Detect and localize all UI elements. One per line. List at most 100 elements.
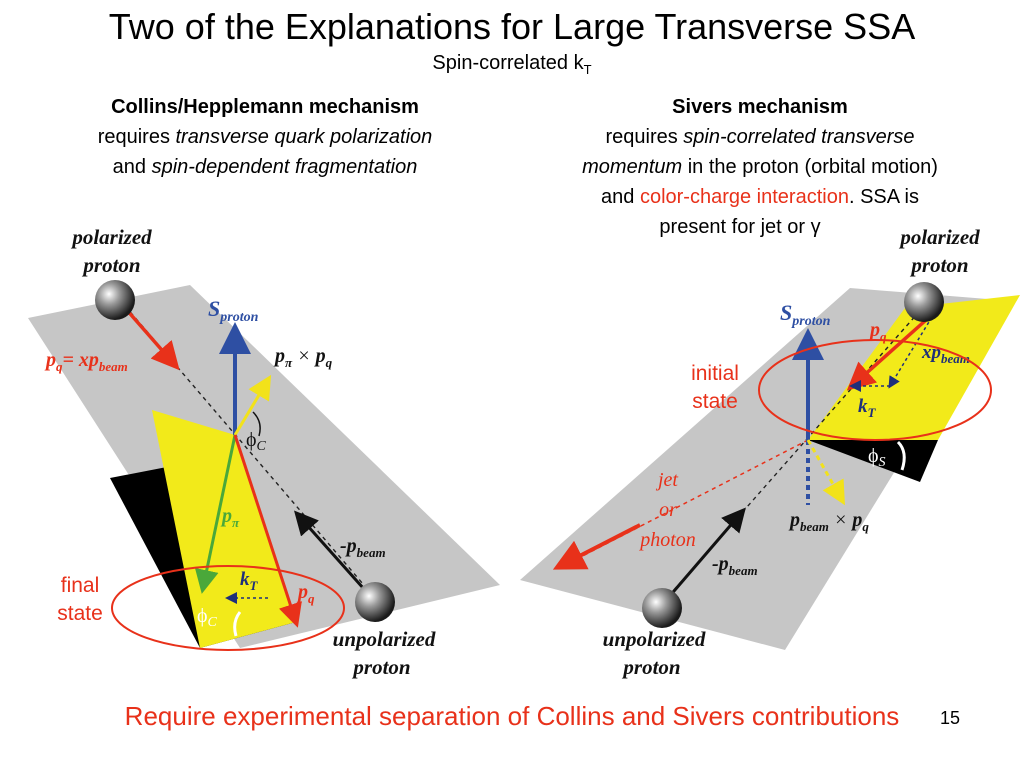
left-minus-pbeam-arrow xyxy=(294,510,374,599)
left-cross-ppi: p xyxy=(273,345,285,367)
right-proton-label: proton xyxy=(909,253,968,277)
left-phiC-top: ϕ xyxy=(246,429,257,451)
left-ppi-label: pπ xyxy=(220,505,240,530)
left-cross-arrow xyxy=(233,374,272,436)
right-black-plane xyxy=(808,440,938,482)
initial-state-annotation: initial state xyxy=(675,360,755,416)
right-kT-label: kT xyxy=(858,396,877,420)
left-polarized-label: polarized xyxy=(70,225,152,249)
right-unpolarized-label: unpolarized xyxy=(603,627,706,651)
right-pq-arrow xyxy=(846,310,937,391)
sivers-line1-prefix: requires xyxy=(605,126,684,148)
left-phiC-top-sub: C xyxy=(257,439,267,454)
right-phi-arc xyxy=(896,440,906,471)
right-polarized-proton-ball xyxy=(904,282,944,322)
left-S-label: Sproton xyxy=(208,296,259,325)
collins-heading: Collins/Hepplemann mechanism xyxy=(111,96,419,118)
left-proton-label: proton xyxy=(81,253,140,277)
collins-line1-italic: transverse quark polarization xyxy=(175,126,433,148)
final-label: final xyxy=(60,574,100,597)
collins-line2-italic: spin-dependent fragmentation xyxy=(151,156,418,178)
sivers-heading: Sivers mechanism xyxy=(672,96,848,118)
left-phi-arc-top xyxy=(252,411,261,437)
right-kT-k: k xyxy=(858,396,868,417)
left-ppi-p: p xyxy=(220,505,232,527)
left-proton2-label: proton xyxy=(351,655,410,679)
collins-line1-prefix: requires xyxy=(97,126,176,148)
right-xpbeam-sub: beam xyxy=(941,351,970,366)
left-phi-arc-bottom xyxy=(233,611,242,637)
left-pq-prime-arrow xyxy=(233,434,302,628)
right-cross-arrow xyxy=(806,439,845,506)
left-cross-x: × xyxy=(292,345,316,367)
right-minus-pbeam-sub: beam xyxy=(729,563,758,578)
left-ppi-sub: π xyxy=(232,515,240,530)
left-phiC-top-label: ϕC xyxy=(246,429,267,454)
right-pq-sub: q xyxy=(880,329,887,344)
right-or-label: or xyxy=(659,499,677,521)
left-minus-pbeam-p: -p xyxy=(340,535,357,557)
right-cross-pq: p xyxy=(850,509,862,531)
right-S: S xyxy=(780,300,792,325)
right-cross-beam-sub: beam xyxy=(800,519,829,534)
left-ppi-arrow xyxy=(194,434,237,594)
right-xpbeam-arrow xyxy=(888,311,936,389)
collins-text-block: Collins/Hepplemann mechanism requires tr… xyxy=(30,92,500,182)
right-cross-x: × xyxy=(829,509,853,531)
initial-state-ellipse xyxy=(758,339,992,441)
right-minus-pbeam-arrow xyxy=(660,507,746,606)
left-phiC-bottom-label: ϕC xyxy=(197,605,218,630)
left-phiC-bottom-sub: C xyxy=(208,615,218,630)
right-jet-arrow xyxy=(552,523,641,570)
sivers-line2-italic: momentum xyxy=(582,156,683,178)
left-cross-label: pπ × pq xyxy=(273,345,333,370)
left-phiC-bottom: ϕ xyxy=(197,605,208,627)
left-yellow-plane xyxy=(152,410,296,648)
left-pbeam-sub: beam xyxy=(99,359,128,374)
left-kT-label: kT xyxy=(240,569,259,593)
collins-line2-prefix: and xyxy=(112,156,152,178)
left-cross-pq-sub: q xyxy=(326,355,333,370)
sivers-text-block: Sivers mechanism requires spin-correlate… xyxy=(515,92,1005,242)
footer-text: Require experimental separation of Colli… xyxy=(124,701,900,731)
page-number: 15 xyxy=(940,708,961,728)
right-phiS-label: ϕS xyxy=(868,445,886,470)
sivers-line2-suffix: in the proton (orbital motion) xyxy=(682,156,938,178)
right-kT-sub: T xyxy=(868,405,877,420)
sivers-line1-italic: spin-correlated transverse xyxy=(683,126,915,148)
left-gray-plane xyxy=(28,285,500,648)
right-S-sub: proton xyxy=(791,314,830,329)
right-cross-label: pbeam × pq xyxy=(788,509,869,534)
left-cross-pq: p xyxy=(314,345,326,367)
left-kT-k: k xyxy=(240,569,250,590)
right-pq-p: p xyxy=(868,319,880,341)
left-unpolarized-proton-ball xyxy=(355,582,395,622)
left-pq-sub: q xyxy=(56,359,63,374)
left-pbeam-p: p xyxy=(87,349,99,371)
initial-label: initial xyxy=(691,362,739,385)
right-phiS: ϕ xyxy=(868,445,879,467)
slide-subtitle: Spin-correlated kT xyxy=(0,52,1024,77)
sivers-line3-suffix: . SSA is xyxy=(848,186,919,208)
left-pq-prime-p: p xyxy=(296,581,308,603)
right-minus-pbeam-p: -p xyxy=(712,553,729,575)
right-cross-pbeam: p xyxy=(788,509,800,531)
left-pq-eq-label: pq= xpbeam xyxy=(44,349,128,374)
left-S: S xyxy=(208,296,220,321)
left-polarized-proton-ball xyxy=(95,280,135,320)
left-minus-pbeam-label: -pbeam xyxy=(340,535,386,560)
left-pq-prime-sub: q xyxy=(308,591,315,606)
left-kT-sub: T xyxy=(250,578,259,593)
right-pq-label: pq xyxy=(868,319,887,344)
right-beam-axis xyxy=(664,304,926,601)
final-state-ellipse xyxy=(111,565,345,651)
final-state-label: state xyxy=(57,602,103,625)
right-yellow-plane xyxy=(808,295,1020,440)
sivers-line3-prefix: and xyxy=(601,186,640,208)
sivers-diagram: polarized proton Sproton pq xpbeam kT ϕS… xyxy=(520,225,1020,679)
right-S-label: Sproton xyxy=(780,300,831,329)
right-minus-pbeam-label: -pbeam xyxy=(712,553,758,578)
sivers-line3-red: color-charge interaction xyxy=(639,186,849,208)
subtitle-text: Spin-correlated k xyxy=(432,52,584,74)
